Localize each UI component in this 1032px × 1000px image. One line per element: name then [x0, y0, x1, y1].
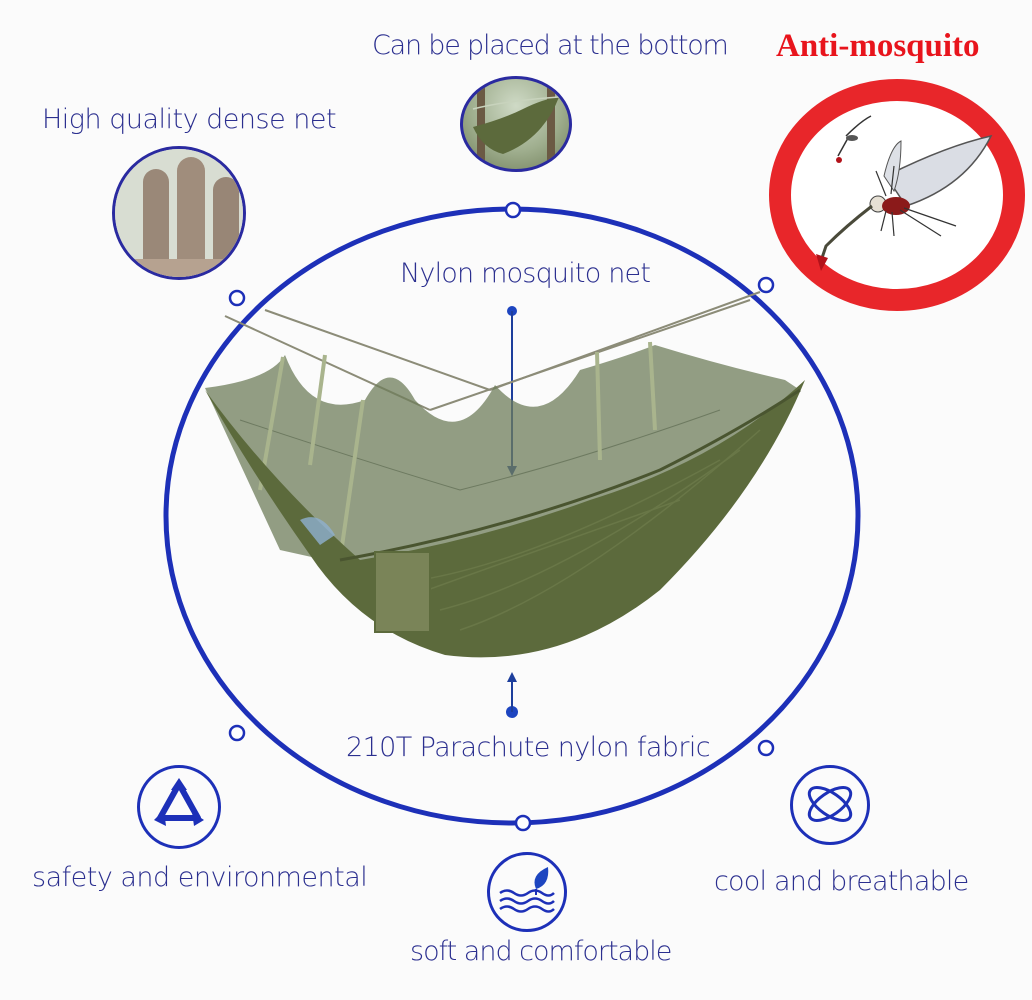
no-mosquito-icon — [766, 76, 1028, 314]
benefit-cool-label: cool and breathable — [714, 866, 969, 897]
mosquito-net-label: Nylon mosquito net — [400, 258, 651, 289]
fabric-label: 210T Parachute nylon fabric — [346, 732, 711, 763]
anti-mosquito-title: Anti-mosquito — [776, 28, 980, 64]
hammock-between-trees-photo — [460, 76, 572, 172]
dense-net-label: High quality dense net — [42, 104, 337, 135]
benefit-soft-icon-circle — [487, 852, 567, 932]
benefit-safety-icon-circle — [137, 765, 221, 849]
water-leaf-icon — [499, 867, 555, 913]
hammock-product-image — [205, 291, 805, 658]
orbit-loop-icon — [807, 786, 853, 822]
recycle-icon — [154, 778, 204, 826]
fingers-behind-mesh-photo — [112, 146, 246, 280]
benefit-cool-icon-circle — [790, 765, 870, 845]
bottom-placement-label: Can be placed at the bottom — [372, 30, 729, 61]
benefit-safety-label: safety and environmental — [32, 862, 368, 893]
benefit-soft-label: soft and comfortable — [410, 936, 672, 967]
